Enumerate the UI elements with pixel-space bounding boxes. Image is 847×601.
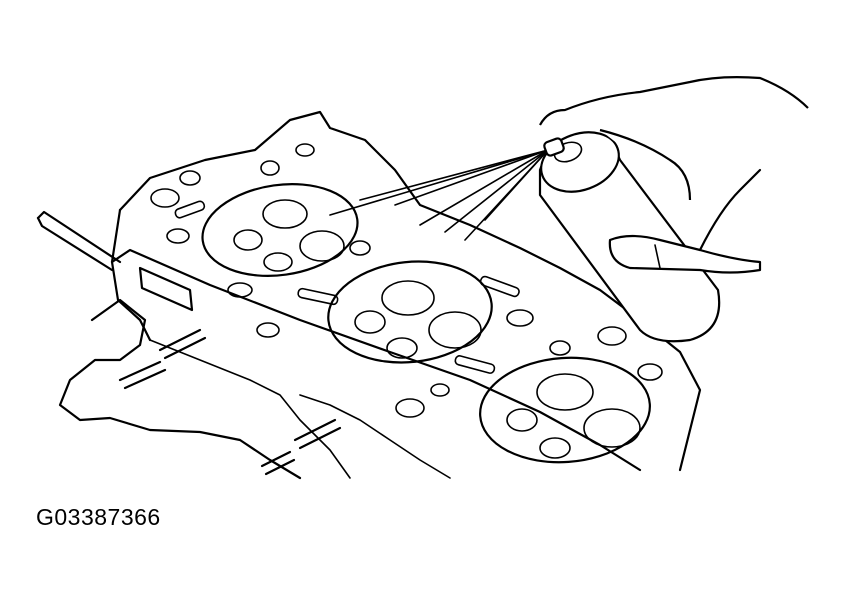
figure-code: G03387366 [36,504,161,530]
combustion-chamber-2 [327,260,493,364]
combustion-chamber-3 [479,356,651,464]
cylinder-head [36,110,702,480]
spray-can [538,131,721,343]
spray-mist [329,149,549,241]
cylinder-head-spray-illustration [36,76,809,480]
bolt-holes [150,143,663,418]
hand [539,76,809,274]
combustion-chamber-1 [201,183,359,277]
